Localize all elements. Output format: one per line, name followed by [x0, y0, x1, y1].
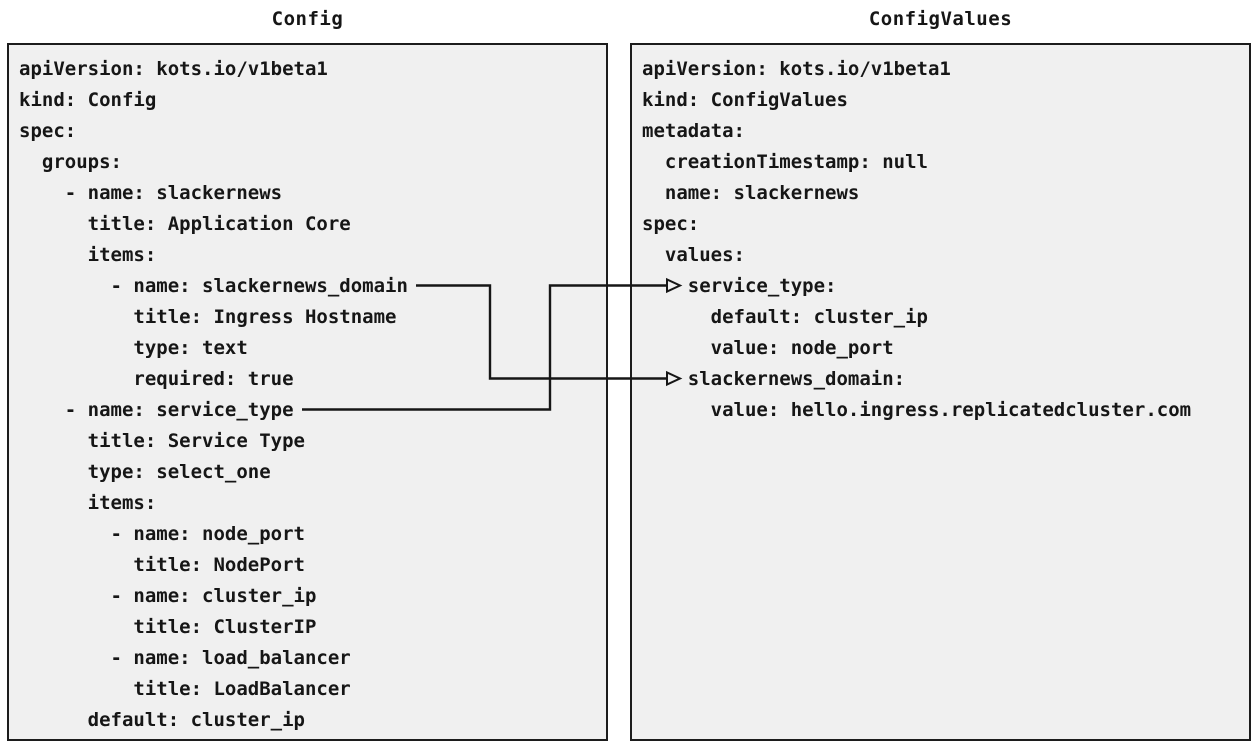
configvalues-panel: apiVersion: kots.io/v1beta1 kind: Config… [630, 43, 1251, 741]
config-yaml-code: apiVersion: kots.io/v1beta1 kind: Config… [19, 58, 408, 731]
config-panel: apiVersion: kots.io/v1beta1 kind: Config… [7, 43, 608, 741]
configvalues-yaml-code: apiVersion: kots.io/v1beta1 kind: Config… [642, 58, 1192, 421]
config-panel-title: Config [271, 8, 344, 30]
configvalues-panel-title: ConfigValues [868, 8, 1013, 30]
